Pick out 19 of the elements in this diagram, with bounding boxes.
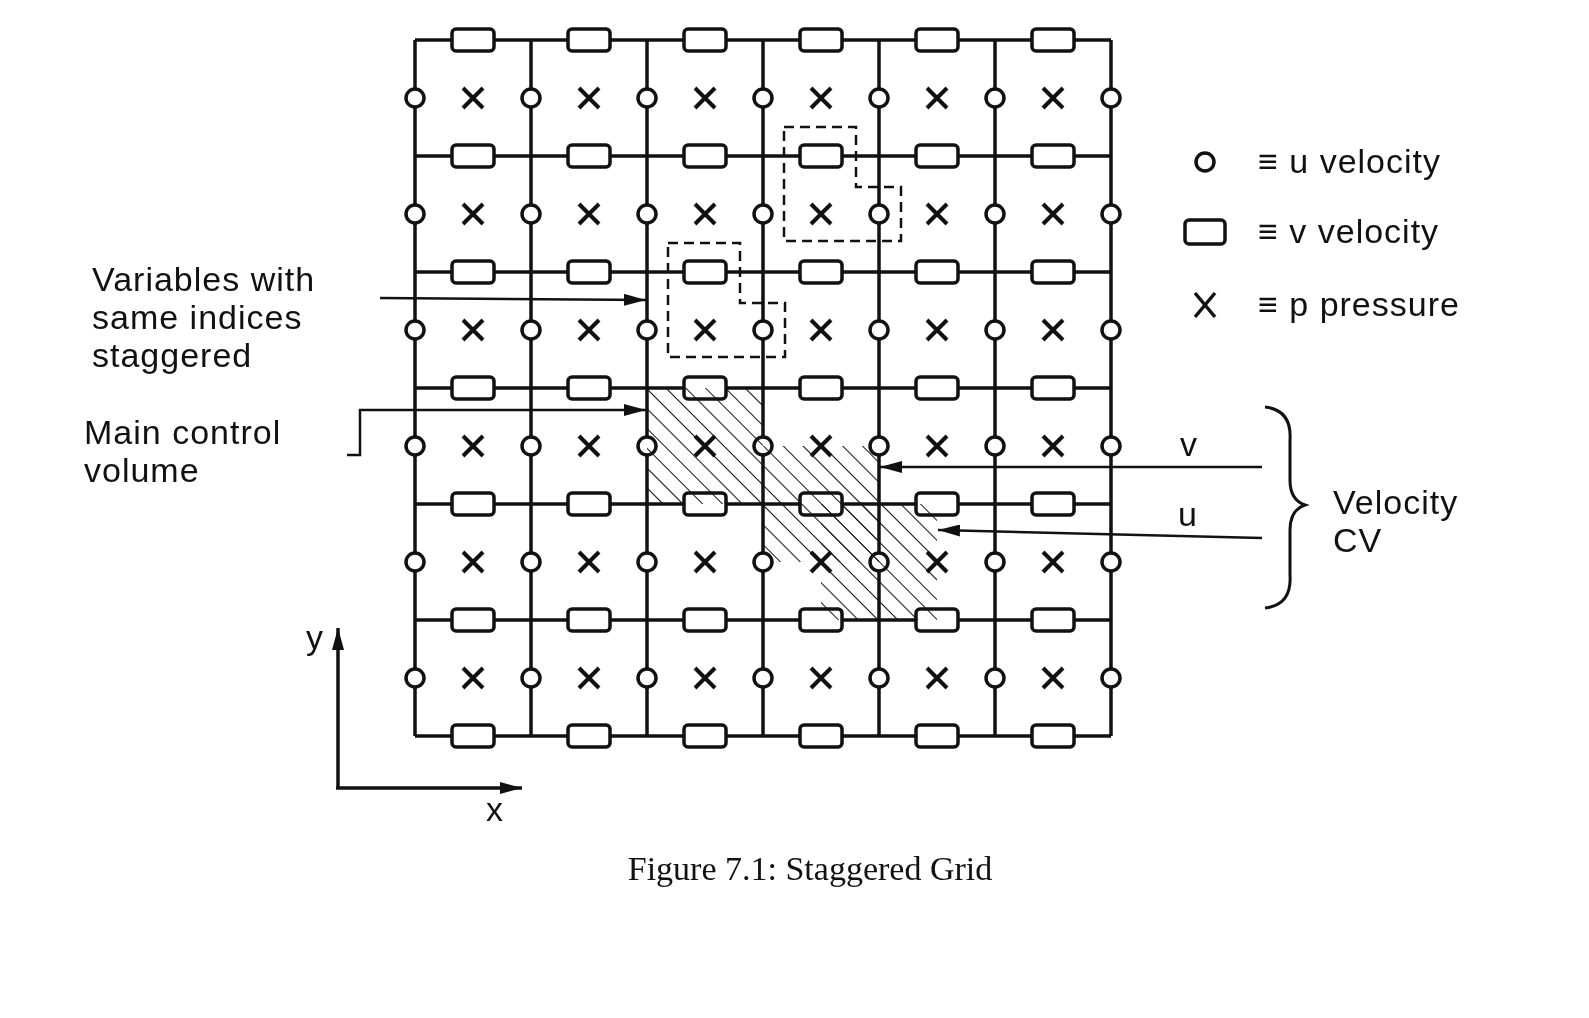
brace-label: Velocity CV xyxy=(1333,483,1460,559)
hatched-control-volume xyxy=(821,504,937,620)
leader-text: Variables with same indices staggered xyxy=(92,260,372,374)
edge-label: v xyxy=(1180,425,1220,463)
leader-arrow xyxy=(880,461,1262,473)
leader-arrow xyxy=(937,524,1263,540)
legend-text: ≡ u velocity xyxy=(1258,142,1441,180)
legend-text: ≡ v velocity xyxy=(1258,212,1440,250)
figure-caption: Figure 7.1: Staggered Grid xyxy=(626,850,994,888)
dashed-outline xyxy=(782,125,903,243)
dashed-outline xyxy=(666,241,787,359)
leader-arrow xyxy=(347,404,646,457)
axis-label: y xyxy=(306,618,325,656)
leader-arrow xyxy=(380,293,646,306)
hatched-control-volume xyxy=(647,388,763,504)
legend-text: ≡ p pressure xyxy=(1258,285,1460,323)
leader-text: Main control volume xyxy=(84,413,354,489)
edge-label: u xyxy=(1178,495,1218,533)
axis-label: x xyxy=(486,790,505,828)
